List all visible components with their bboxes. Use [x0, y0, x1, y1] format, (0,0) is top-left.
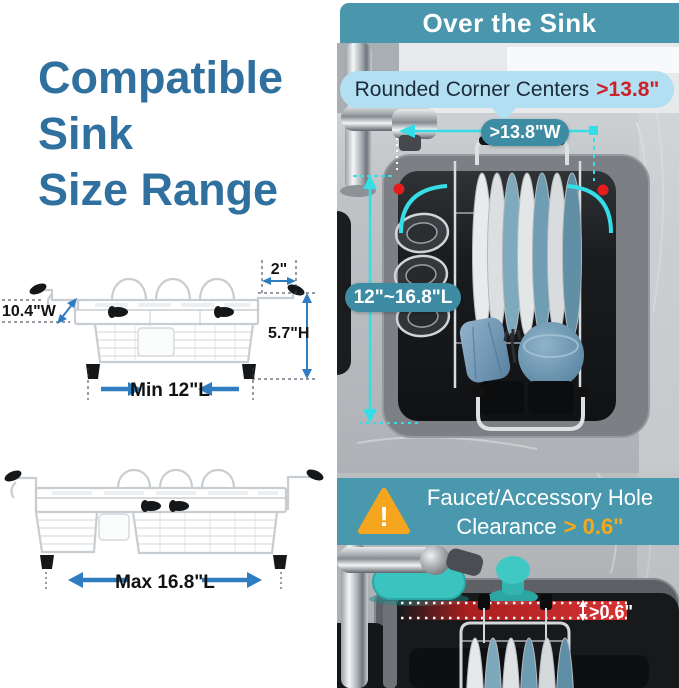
title-line-3: Size Range	[38, 164, 279, 215]
accessory-knob	[488, 556, 538, 605]
drying-plates	[472, 172, 582, 338]
warning-line-1: Faucet/Accessory Hole	[426, 484, 654, 510]
rounded-corner-callout: Rounded Corner Centers >13.8"	[340, 71, 674, 108]
min-length-label: Min 12"L	[130, 380, 210, 401]
sink-top-view-photo: Rounded Corner Centers >13.8" >13.8"W 12…	[337, 43, 679, 473]
rack-drawing-max	[10, 469, 312, 555]
rounded-corner-callout-value: >13.8"	[596, 77, 660, 101]
page-title: Compatible Sink Size Range	[38, 50, 283, 218]
dish-rack-2	[459, 608, 571, 688]
warning-text: Faucet/Accessory Hole Clearance> 0.6"	[411, 483, 669, 541]
rack-hooks	[478, 594, 552, 610]
cutlery-tray	[480, 381, 574, 415]
height-dimension-label: 5.7"H	[268, 325, 309, 342]
dimension-arrows-min	[57, 277, 312, 396]
over-the-sink-header: Over the Sink	[340, 3, 679, 43]
drying-plates-2	[466, 637, 574, 688]
rack-black-parts-max	[4, 469, 324, 569]
corner-center-dots	[393, 183, 609, 196]
max-length-label: Max 16.8"L	[115, 572, 215, 593]
faucet-2	[337, 545, 484, 688]
clearance-badge: >0.6"	[589, 602, 633, 622]
callout-pointer	[491, 107, 517, 122]
warning-triangle-icon: !	[358, 488, 410, 534]
width-range-badge: >13.8"W	[481, 119, 569, 146]
rack-bottom-bar	[471, 387, 590, 431]
warning-clearance-value: > 0.6"	[563, 513, 624, 539]
dimension-arrows-max	[68, 572, 262, 588]
warning-line-2: Clearance> 0.6"	[456, 513, 624, 539]
title-line-2: Sink	[38, 108, 134, 159]
clearance-dotted-lines	[401, 601, 627, 620]
svg-text:!: !	[379, 501, 388, 532]
drying-bowl	[518, 322, 584, 388]
sink-clearance-photo: >0.6" ! Faucet/Accessory Hole Clearance>…	[337, 473, 679, 688]
width-dimension-label: 10.4"W	[2, 303, 57, 320]
rack-drawing-min	[40, 277, 295, 364]
warning-banner: ! Faucet/Accessory Hole Clearance> 0.6"	[337, 478, 679, 545]
clearance-arrow	[579, 600, 587, 621]
guide-lines-max	[45, 572, 282, 590]
title-line-1: Compatible	[38, 52, 284, 103]
sink-scene	[337, 43, 679, 473]
corner-radius-arcs	[399, 184, 613, 234]
min-size-diagram: 2" 10.4"W 5.7"H Min 12"L	[2, 260, 318, 401]
arm-dimension-label: 2"	[271, 261, 287, 278]
max-size-diagram: Max 16.8"L	[4, 469, 324, 593]
length-range-badge: 12"~16.8"L	[345, 283, 461, 312]
drying-cup	[459, 317, 511, 383]
fork	[503, 329, 522, 364]
rounded-corner-callout-label: Rounded Corner Centers	[354, 77, 590, 101]
clearance-band	[399, 601, 627, 620]
